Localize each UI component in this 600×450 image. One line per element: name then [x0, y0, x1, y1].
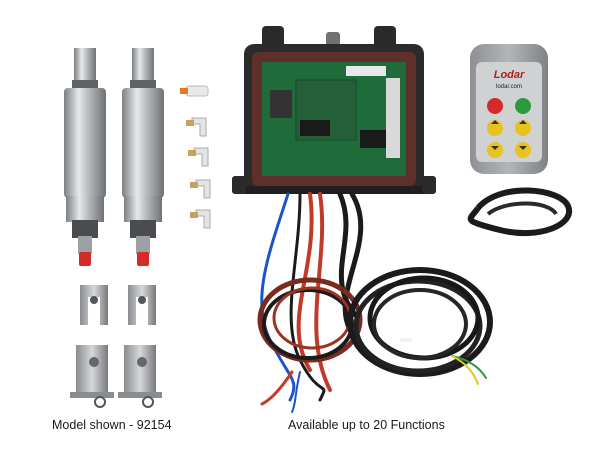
- remote-start-button: [515, 98, 531, 114]
- clevis-bracket-left: [80, 285, 108, 325]
- caption-model: Model shown - 92154: [52, 418, 172, 432]
- actuator-left: [64, 48, 106, 266]
- remote-brand-text: Lodar: [494, 69, 525, 81]
- cable-bundle: [257, 191, 364, 413]
- fitting-straight: [180, 85, 209, 97]
- lanyard-strap: [467, 187, 573, 237]
- fitting-elbow-1: [186, 117, 207, 137]
- caption-functions: Available up to 20 Functions: [288, 418, 445, 432]
- fitting-elbow-2: [188, 147, 209, 167]
- remote-transmitter: Lodar lodar.com: [470, 44, 548, 174]
- clevis-bracket-right: [128, 285, 156, 325]
- remote-stop-button: [487, 98, 503, 114]
- mount-bracket-right: [118, 345, 162, 408]
- mount-bracket-left: [70, 345, 114, 408]
- actuator-right: [122, 48, 164, 266]
- cable-coil-black: [347, 267, 493, 385]
- fitting-elbow-4: [190, 209, 211, 229]
- remote-site-text: lodar.com: [496, 84, 522, 90]
- fitting-elbow-3: [190, 179, 211, 199]
- receiver-box: [232, 26, 436, 194]
